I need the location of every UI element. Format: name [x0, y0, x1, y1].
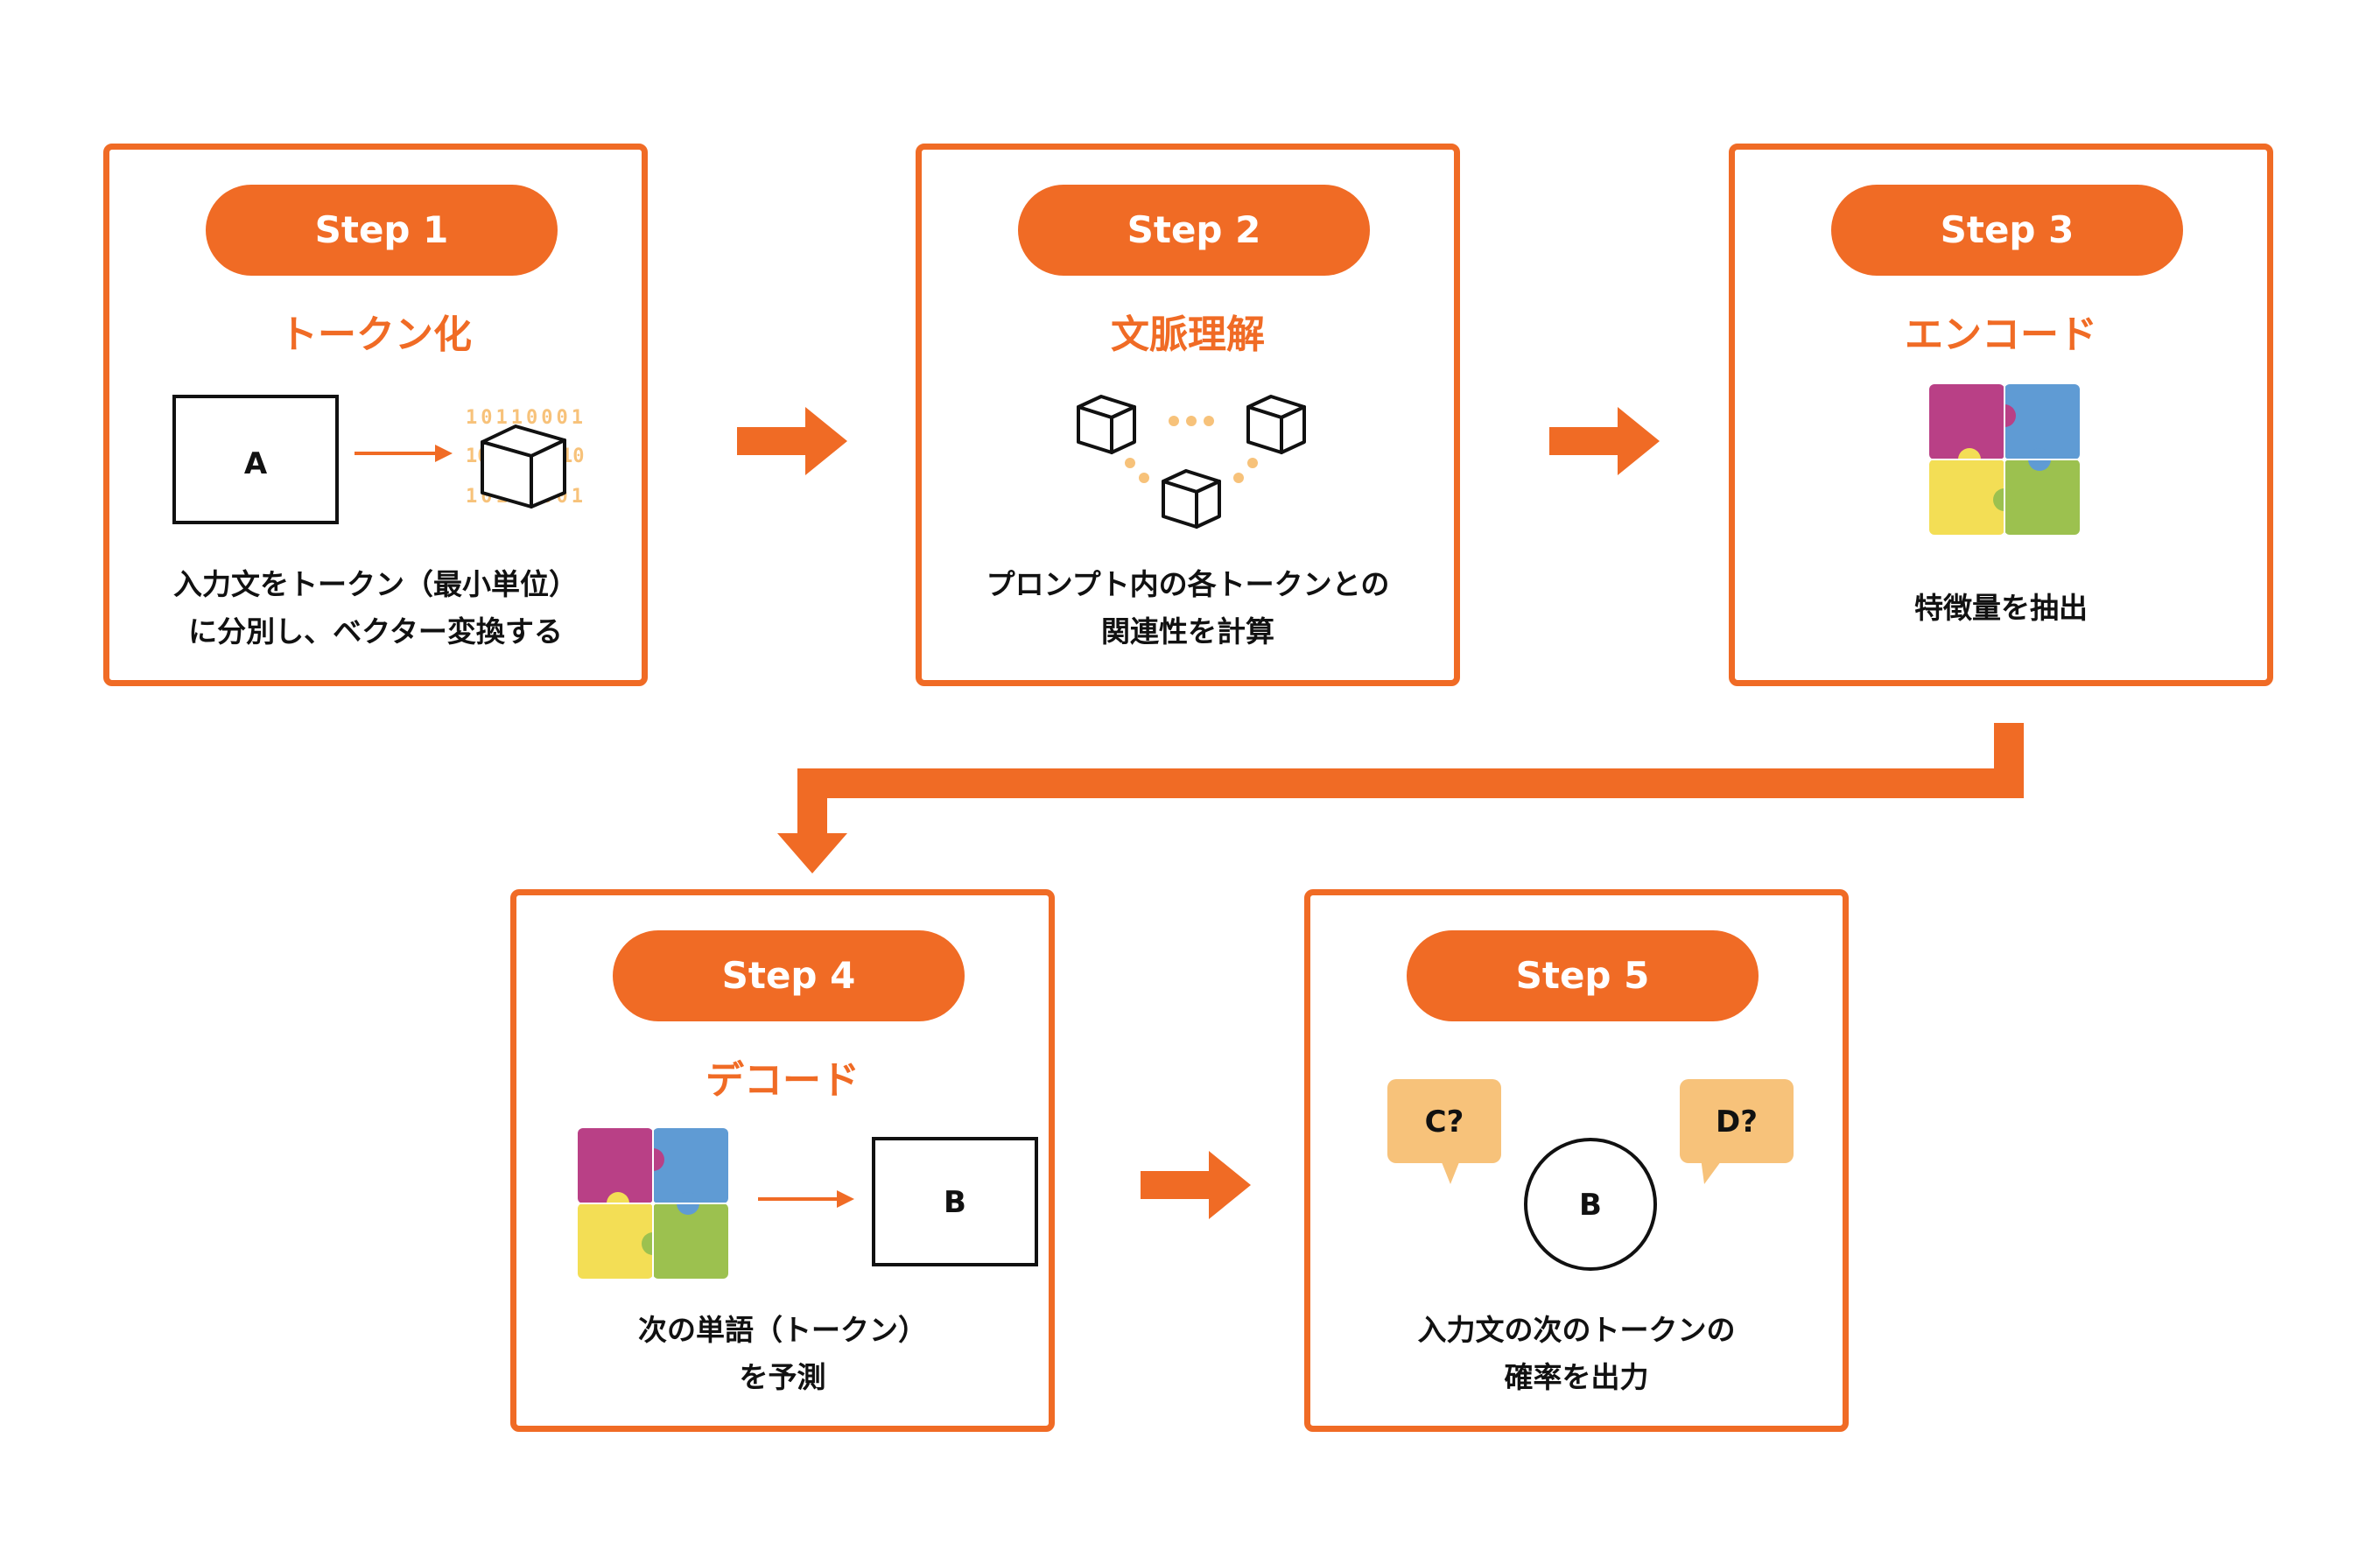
- box-letter: A: [244, 446, 268, 481]
- input-box: [172, 395, 339, 524]
- step-badge: Step 1: [206, 185, 558, 276]
- arrow-right-icon: [758, 1190, 854, 1208]
- speech-bubble-icon: C?: [1387, 1079, 1501, 1184]
- connection-dots: [1125, 416, 1258, 483]
- output-box: [872, 1137, 1038, 1266]
- step-badge: Step 3: [1831, 185, 2183, 276]
- encode-illustration: [1929, 384, 2080, 535]
- step-card-4: Step 4 デコード B 次の単語（トークン） を予測: [510, 889, 1055, 1432]
- arrow-right-icon: [737, 407, 847, 475]
- step-title: 文脈理解: [1111, 312, 1265, 357]
- step-description: 入力文をトークン（最小単位） に分別し、ベクター変換する: [173, 567, 578, 649]
- binary-top: 10110001: [466, 407, 583, 429]
- speech-bubble-icon: D?: [1680, 1079, 1794, 1184]
- step-title: デコード: [706, 1058, 860, 1103]
- step-title: トークン化: [279, 312, 472, 357]
- puzzle-icon: [1929, 384, 2080, 535]
- circle-letter: B: [1579, 1188, 1602, 1223]
- arrow-right-icon: [355, 445, 453, 462]
- arrow-right-icon: [1549, 407, 1660, 475]
- box-letter: B: [944, 1185, 966, 1220]
- probability-illustration: C? D? B: [1387, 1079, 1794, 1271]
- puzzle-icon: [578, 1128, 728, 1279]
- decode-illustration: B: [578, 1128, 1038, 1279]
- step-description: 次の単語（トークン） を予測: [638, 1313, 927, 1394]
- context-illustration: [1077, 395, 1306, 529]
- step-badge: Step 2: [1018, 185, 1370, 276]
- cube-icon: [1162, 469, 1221, 529]
- step-card-1: Step 1 トークン化 A 10110001 10 10 10110001 入…: [103, 144, 648, 686]
- step-title: エンコード: [1905, 312, 2097, 357]
- step-card-3: Step 3 エンコード 特徴量を抽出: [1729, 144, 2273, 686]
- svg-text:D?: D?: [1716, 1105, 1758, 1140]
- svg-text:C?: C?: [1425, 1105, 1464, 1140]
- cube-icon: [1246, 395, 1306, 454]
- step-description: プロンプト内の各トークンとの 関連性を計算: [986, 567, 1390, 649]
- output-token-circle: [1524, 1138, 1657, 1271]
- step-badge: Step 4: [613, 930, 965, 1021]
- connector-arrow: [777, 723, 2024, 873]
- tokenize-illustration: A 10110001 10 10 10110001: [172, 395, 585, 524]
- step-description: 特徴量を抽出: [1914, 591, 2088, 625]
- step-description: 入力文の次のトークンの 確率を出力: [1417, 1313, 1736, 1394]
- step-card-5: Step 5 C? D? B 入力文の次のトークンの 確率を出力: [1304, 889, 1849, 1432]
- cube-icon: [1077, 395, 1136, 454]
- arrow-right-icon: [1141, 1151, 1251, 1219]
- step-card-2: Step 2 文脈理解 プロンプト内の各トークンとの 関連性を計算: [916, 144, 1460, 686]
- step-badge: Step 5: [1407, 930, 1759, 1021]
- cube-icon: [481, 424, 566, 508]
